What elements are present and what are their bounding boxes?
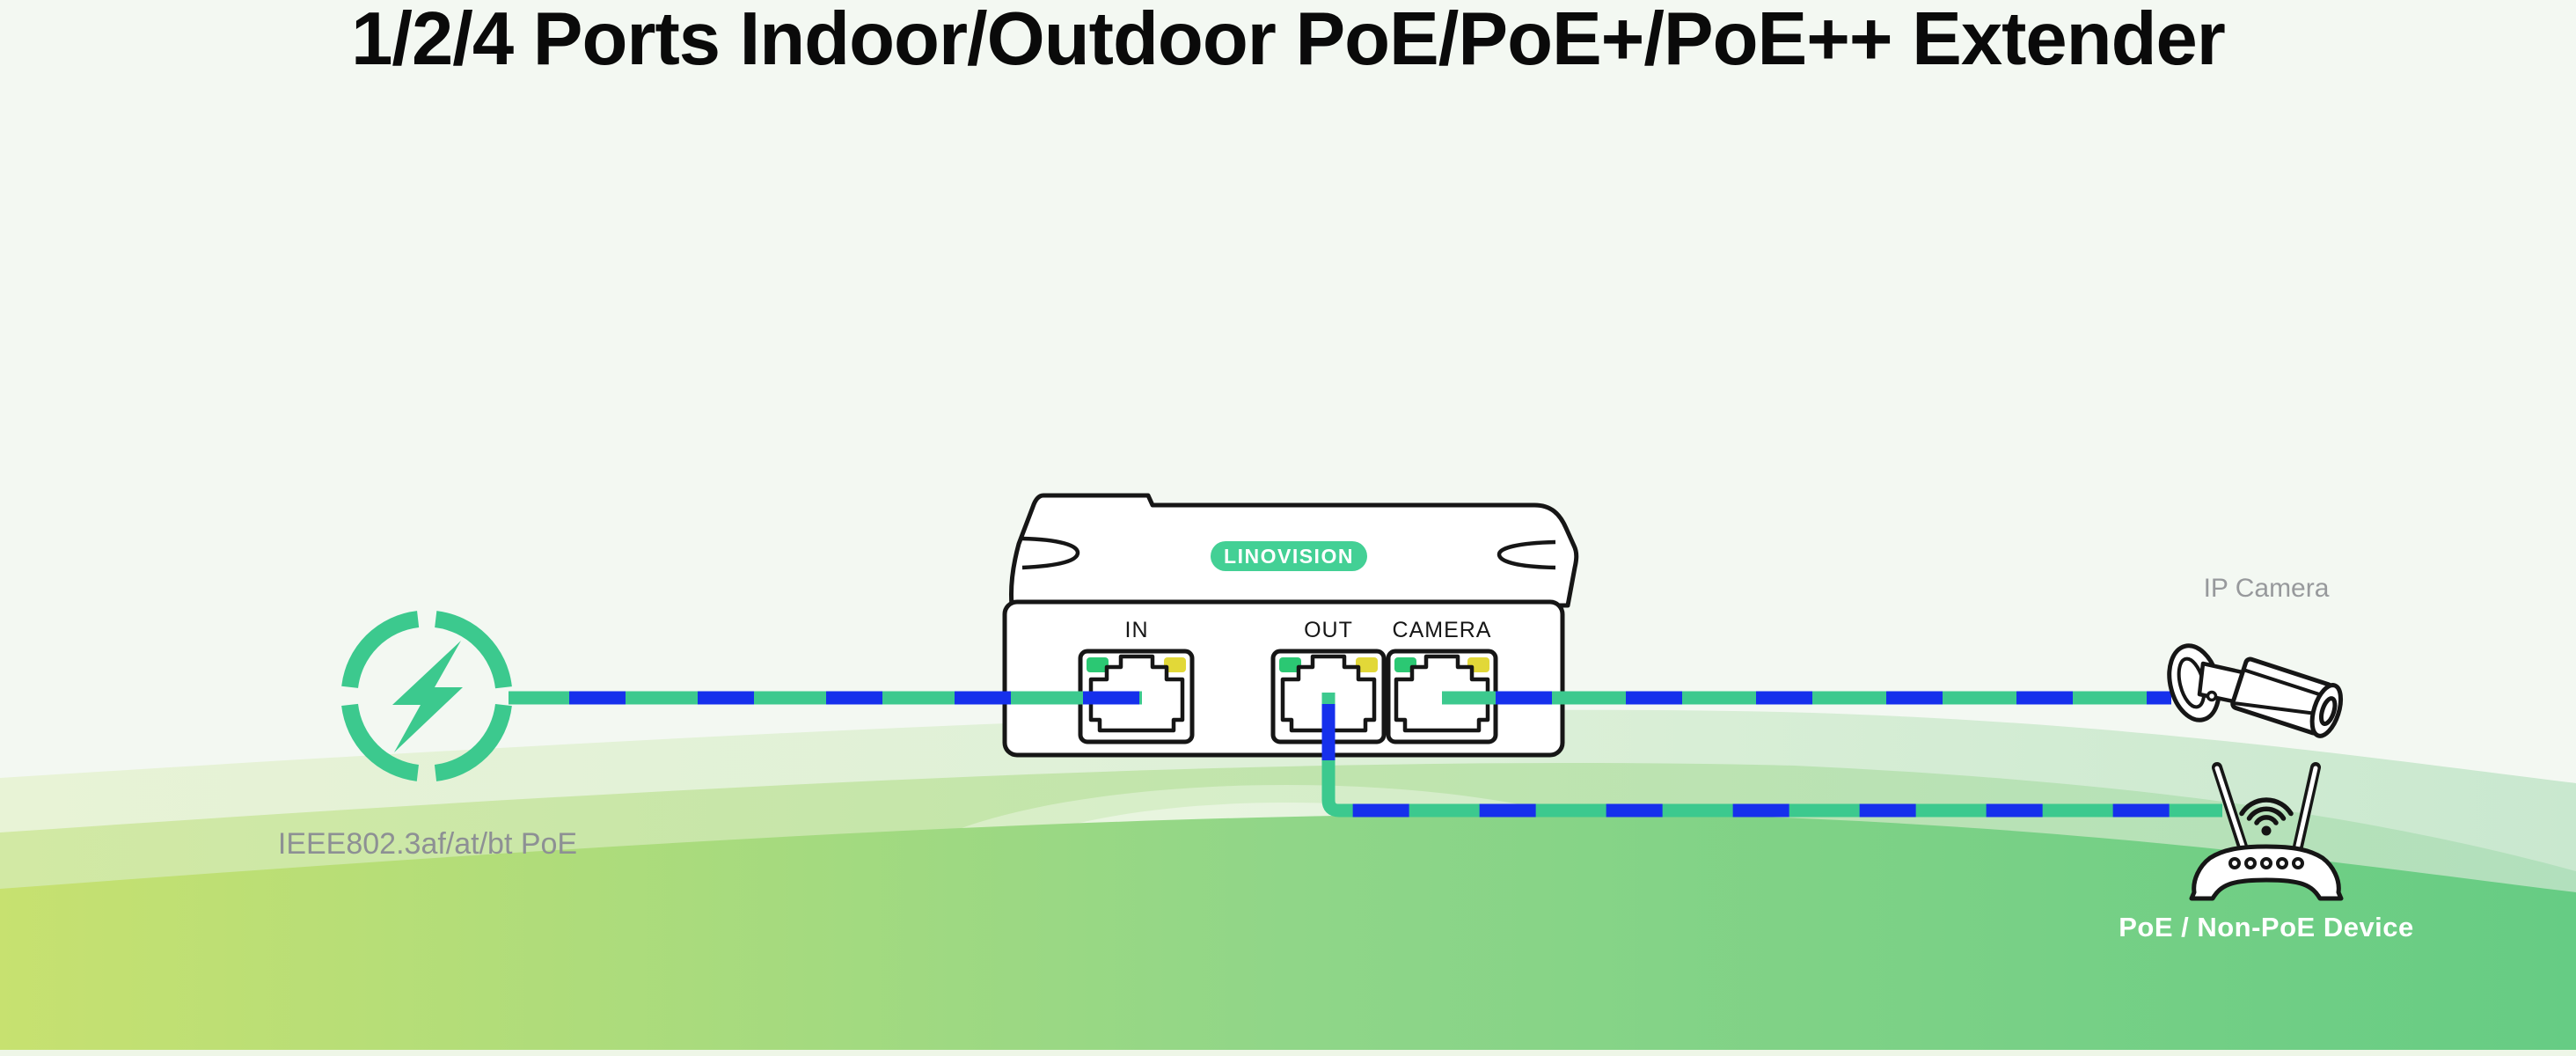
brand-pill: LINOVISION — [1211, 541, 1367, 571]
mount-notch-left — [1021, 536, 1080, 570]
router-leds — [2228, 857, 2304, 869]
page-title: 1/2/4 Ports Indoor/Outdoor PoE/PoE+/PoE+… — [351, 0, 2226, 81]
router-antennas — [2212, 762, 2321, 852]
wifi-dot — [2261, 825, 2272, 836]
port-label-in: IN — [1124, 618, 1149, 642]
endpoint-label: PoE / Non-PoE Device — [2119, 912, 2414, 942]
camera-mount-screw — [2206, 690, 2218, 702]
ip-camera-label: IP Camera — [2203, 574, 2330, 603]
port-label-out: OUT — [1304, 618, 1353, 642]
camera-body — [2230, 656, 2344, 738]
mount-notch-right — [1497, 539, 1556, 570]
led-green — [1087, 657, 1109, 672]
camera-lens — [2318, 696, 2338, 726]
led-yellow — [1356, 657, 1378, 672]
router-illustration — [2189, 762, 2344, 901]
device-cable — [1321, 693, 2222, 818]
camera-body-seam — [2234, 701, 2323, 716]
port-label-camera: CAMERA — [1392, 618, 1492, 642]
poe-source-label: IEEE802.3af/at/bt PoE — [277, 827, 578, 861]
led-yellow — [1164, 657, 1186, 672]
wifi-icon — [2239, 797, 2294, 836]
camera-shield-seam — [2242, 668, 2331, 700]
router-body — [2189, 844, 2344, 901]
bottom-strip — [0, 1050, 2576, 1056]
hill-band-main — [0, 813, 2576, 1056]
camera-illustration — [2167, 643, 2344, 738]
cables — [509, 691, 2222, 818]
led-green — [1279, 657, 1301, 672]
lightning-icon — [340, 610, 513, 782]
lightning-bolt — [392, 641, 463, 752]
